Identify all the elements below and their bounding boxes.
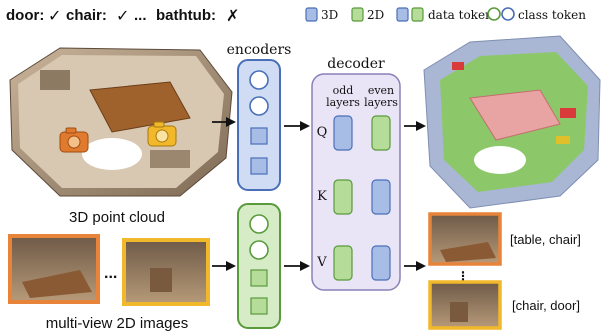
legend-2d-swatch <box>351 7 364 22</box>
decoder-k-even-3d <box>371 179 391 215</box>
point-cloud-scene <box>9 47 233 197</box>
encoder-3d <box>237 59 281 191</box>
chair-check-icon: ✓ <box>116 8 129 25</box>
input-image-yellow <box>122 238 210 306</box>
encoder-2d-class-token-1 <box>249 214 269 234</box>
legend-3d-swatch <box>305 7 318 22</box>
point-cloud-caption: 3D point cloud <box>69 209 165 226</box>
decoder-q-even-2d <box>371 115 391 151</box>
output-vertical-ellipsis: ⋮ <box>457 269 469 283</box>
decoder-k-odd-2d <box>333 179 353 215</box>
output-image-yellow <box>428 280 502 330</box>
decoder-odd-header-1: odd <box>333 84 354 97</box>
door-check-icon: ✓ <box>48 8 61 25</box>
images-caption: multi-view 2D images <box>46 315 189 332</box>
legend-class-token-label: class token <box>518 8 586 22</box>
encoder-3d-class-token-1 <box>249 70 269 90</box>
encoder-3d-data-token-1 <box>250 127 268 145</box>
bathtub-cross-icon: ✗ <box>226 8 239 25</box>
decoder-row-v: V <box>316 255 327 270</box>
legend-data-token-green-swatch <box>411 7 424 22</box>
camera-icon-yellow <box>147 121 177 147</box>
decoder-odd-header-2: layers <box>326 96 360 109</box>
door-label: door: <box>6 7 44 24</box>
legend-class-token-blue-circle <box>501 7 515 21</box>
legend-data-token-blue-swatch <box>396 7 409 22</box>
chair-label: chair: <box>66 7 107 24</box>
legend-data-token-label: data token <box>428 8 493 22</box>
input-image-orange <box>8 234 100 304</box>
decoder-v-even-3d <box>371 245 391 281</box>
decoder-even-header-1: even <box>368 84 394 97</box>
legend-class-token-green-circle <box>487 7 501 21</box>
header-class-row: door: ✓ chair: ✓ ... bathtub: ✗ <box>6 7 239 25</box>
camera-icon-orange <box>59 127 89 153</box>
legend: 3D 2D data token class token <box>305 7 586 22</box>
encoder-3d-class-token-2 <box>249 96 269 116</box>
decoder-row-q: Q <box>317 125 328 140</box>
output-label-bottom: [chair, door] <box>512 298 580 313</box>
decoder-q-odd-3d <box>333 115 353 151</box>
decoder-row-k: K <box>317 189 327 204</box>
bathtub-label: bathtub: <box>156 7 216 24</box>
encoder-2d-data-token-1 <box>250 269 268 287</box>
decoder-even-header-2: layers <box>364 96 398 109</box>
decoder-v-odd-2d <box>333 245 353 281</box>
encoder-2d-data-token-2 <box>250 297 268 315</box>
output-image-orange <box>428 212 502 266</box>
legend-2d-label: 2D <box>367 8 384 22</box>
legend-3d-label: 3D <box>321 8 338 22</box>
encoders-title: encoders <box>227 42 292 58</box>
output-label-top: [table, chair] <box>510 232 581 247</box>
encoder-3d-data-token-2 <box>250 157 268 175</box>
header-ellipsis: ... <box>134 7 147 24</box>
images-ellipsis: ... <box>104 265 117 282</box>
decoder-title: decoder <box>327 56 385 72</box>
encoder-2d-class-token-2 <box>249 240 269 260</box>
segmented-point-cloud <box>423 35 601 209</box>
encoder-2d <box>237 203 281 329</box>
